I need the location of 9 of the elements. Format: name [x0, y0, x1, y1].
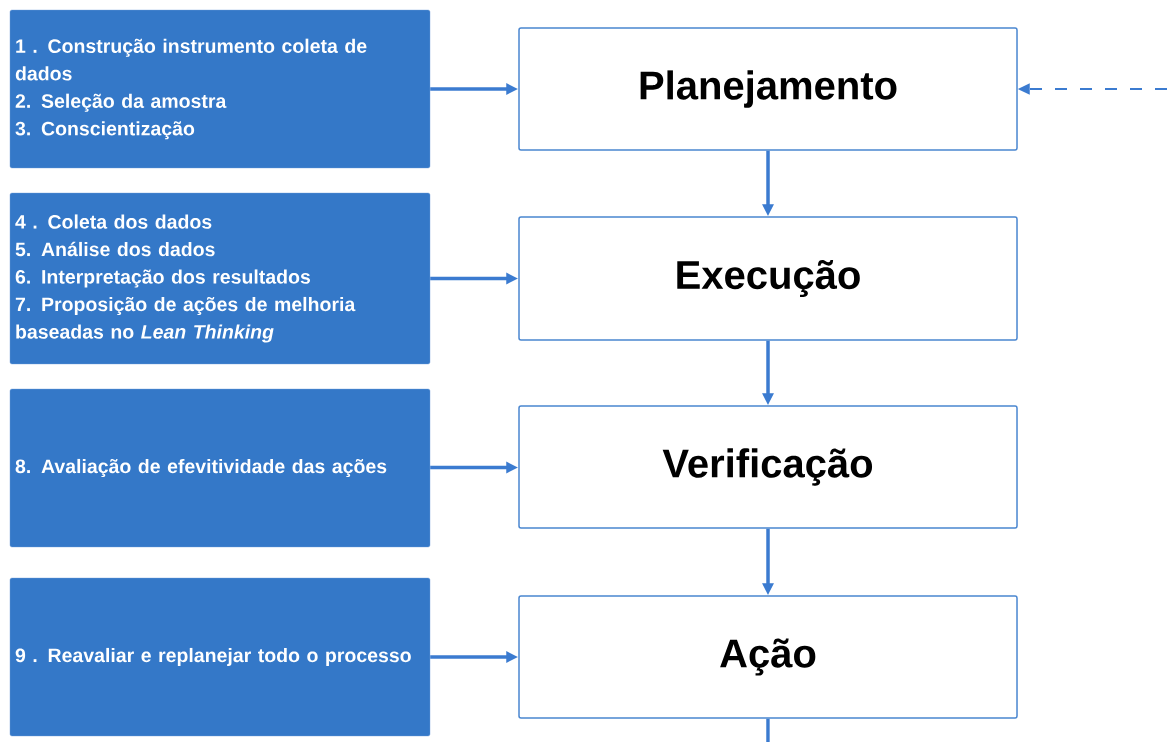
activity-box: 8. Avaliação de efevitividade das ações — [9, 388, 431, 548]
connector-line — [766, 718, 770, 742]
stage-box: Ação — [518, 595, 1018, 719]
activity-box: 1 . Construção instrumento coleta de dados 2. Seleção da amostra 3. Conscientização — [9, 9, 431, 169]
activity-box: 9 . Reavaliar e replanejar todo o processo — [9, 577, 431, 737]
stage-box: Execução — [518, 216, 1018, 341]
stage-box: Planejamento — [518, 27, 1018, 151]
activity-box: 4 . Coleta dos dados 5. Análise dos dados 6. Interpretação dos resultados 7. Proposição de ações de melhoria baseadas no Lean Thinking — [9, 192, 431, 365]
stage-box: Verificação — [518, 405, 1018, 529]
